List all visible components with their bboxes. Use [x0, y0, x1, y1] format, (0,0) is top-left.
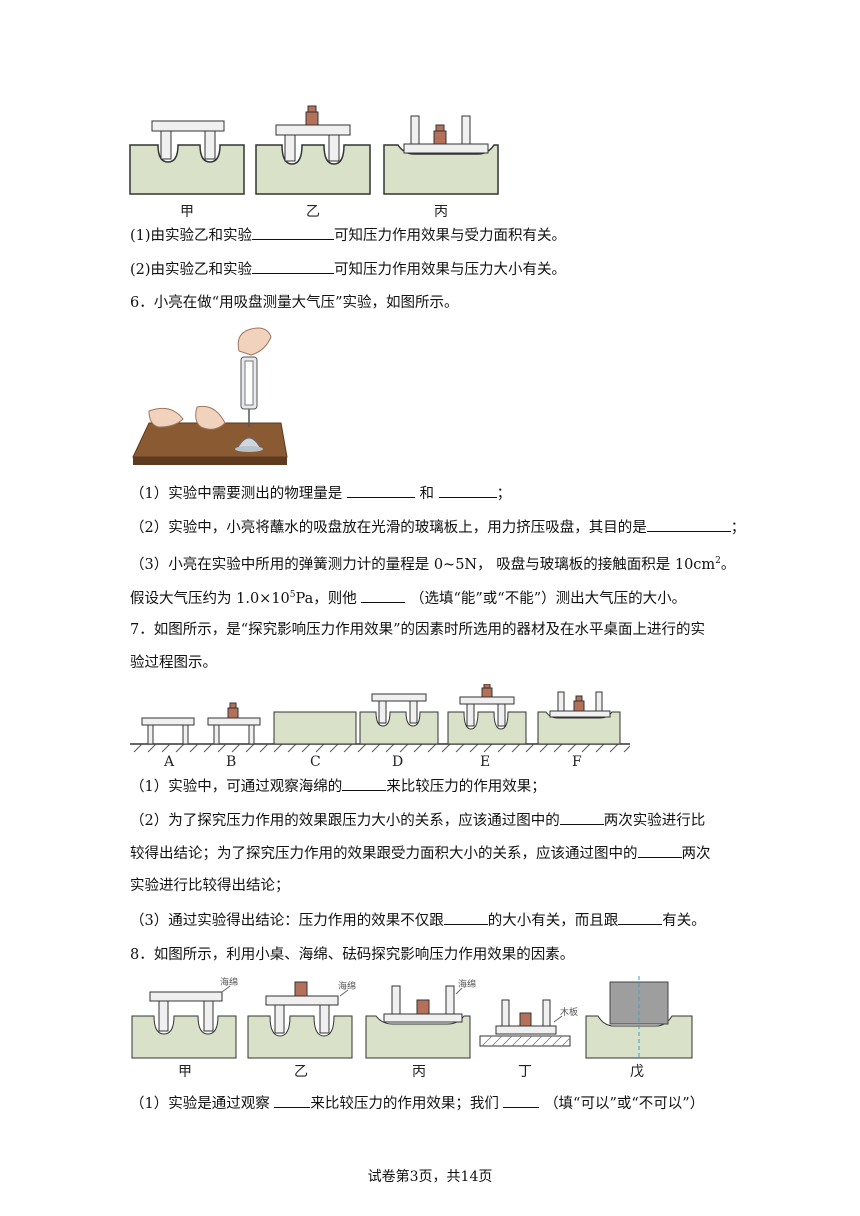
answer-blank[interactable]	[361, 588, 406, 603]
figure-jia	[129, 120, 245, 195]
answer-blank[interactable]	[443, 910, 488, 925]
caption-jia: 甲	[180, 204, 194, 220]
q6-sub1: （1）实验中需要测出的物理量是 和 ；	[130, 483, 511, 504]
q6-sub2: （2）实验中，小亮将蘸水的吸盘放在光滑的玻璃板上，用力挤压吸盘，其目的是；	[130, 517, 745, 538]
caption-yi: 乙	[306, 204, 320, 220]
figure-sponge-experiments-top: 甲 乙 丙	[129, 105, 499, 220]
caption-ding: 丁	[518, 1064, 532, 1080]
caption-c: C	[310, 754, 321, 770]
q7-sub2-line2: 较得出结论；为了探究压力作用的效果跟受力面积大小的关系，应该通过图中的两次	[130, 843, 711, 864]
q5-sub1: (1)由实验乙和实验可知压力作用效果与受力面积有关。	[130, 225, 566, 246]
answer-blank[interactable]	[346, 483, 415, 498]
answer-blank[interactable]	[438, 483, 497, 498]
caption-e: E	[480, 754, 490, 770]
label-sponge-bing: 海绵	[458, 978, 476, 990]
caption-yi: 乙	[294, 1064, 308, 1080]
page-footer: 试卷第3页，共14页	[367, 1169, 493, 1185]
figure-suction-cup-photo	[132, 327, 288, 465]
caption-b: B	[226, 754, 236, 770]
q6-stem: 6．小亮在做“用吸盘测量大气压”实验，如图所示。	[130, 295, 459, 311]
caption-bing: 丙	[434, 204, 448, 220]
figure-q8-experiments: 海绵 海绵 海绵 木板 甲 乙 丙 丁 戊	[131, 976, 693, 1080]
q6-sub3b: 假设大气压约为 1.0×105Pa，则他 （选填“能”或“不能”）测出大气压的大…	[130, 585, 686, 609]
q7-sub1: （1）实验中，可通过观察海绵的来比较压力的作用效果；	[130, 776, 546, 797]
label-sponge-yi: 海绵	[338, 980, 356, 992]
caption-a: A	[163, 754, 175, 770]
answer-blank[interactable]	[637, 843, 682, 858]
figure-yi	[255, 105, 371, 195]
q6-sub3: （3）小亮在实验中所用的弹簧测力计的量程是 0~5N， 吸盘与玻璃板的接触面积是…	[130, 556, 736, 573]
q7-stem-line2: 验过程图示。	[130, 655, 217, 671]
answer-blank[interactable]	[274, 1093, 311, 1108]
label-sponge-jia: 海绵	[220, 976, 238, 988]
q5-sub2: (2)由实验乙和实验可知压力作用效果与压力大小有关。	[130, 259, 566, 280]
figure-bing	[383, 115, 499, 195]
figure-experiments-a-to-f: A B C D E F	[130, 684, 630, 770]
answer-blank[interactable]	[503, 1093, 540, 1108]
answer-blank[interactable]	[646, 517, 731, 532]
caption-f: F	[572, 754, 582, 770]
answer-blank[interactable]	[252, 259, 335, 274]
answer-blank[interactable]	[252, 225, 335, 240]
caption-wu: 戊	[630, 1064, 644, 1080]
q8-stem: 8．如图所示，利用小桌、海绵、砝码探究影响压力作用效果的因素。	[130, 947, 575, 963]
q7-sub2-line3: 实验进行比较得出结论；	[130, 878, 290, 894]
caption-bing: 丙	[412, 1064, 426, 1080]
answer-blank[interactable]	[618, 910, 663, 925]
label-board: 木板	[560, 1006, 578, 1018]
answer-blank[interactable]	[559, 810, 604, 825]
q7-sub2-line1: （2）为了探究压力作用的效果跟压力大小的关系，应该通过图中的两次实验进行比	[130, 810, 705, 831]
caption-d: D	[392, 754, 403, 770]
answer-blank[interactable]	[342, 776, 387, 791]
caption-jia: 甲	[178, 1064, 192, 1080]
q7-stem-line1: 7．如图所示，是“探究影响压力作用效果”的因素时所选用的器材及在水平桌面上进行的…	[130, 622, 706, 638]
q8-sub1: （1）实验是通过观察 来比较压力的作用效果；我们 （填“可以”或“不可以”）	[130, 1093, 704, 1114]
q7-sub3: （3）通过实验得出结论：压力作用的效果不仅跟的大小有关，而且跟有关。	[130, 910, 706, 931]
